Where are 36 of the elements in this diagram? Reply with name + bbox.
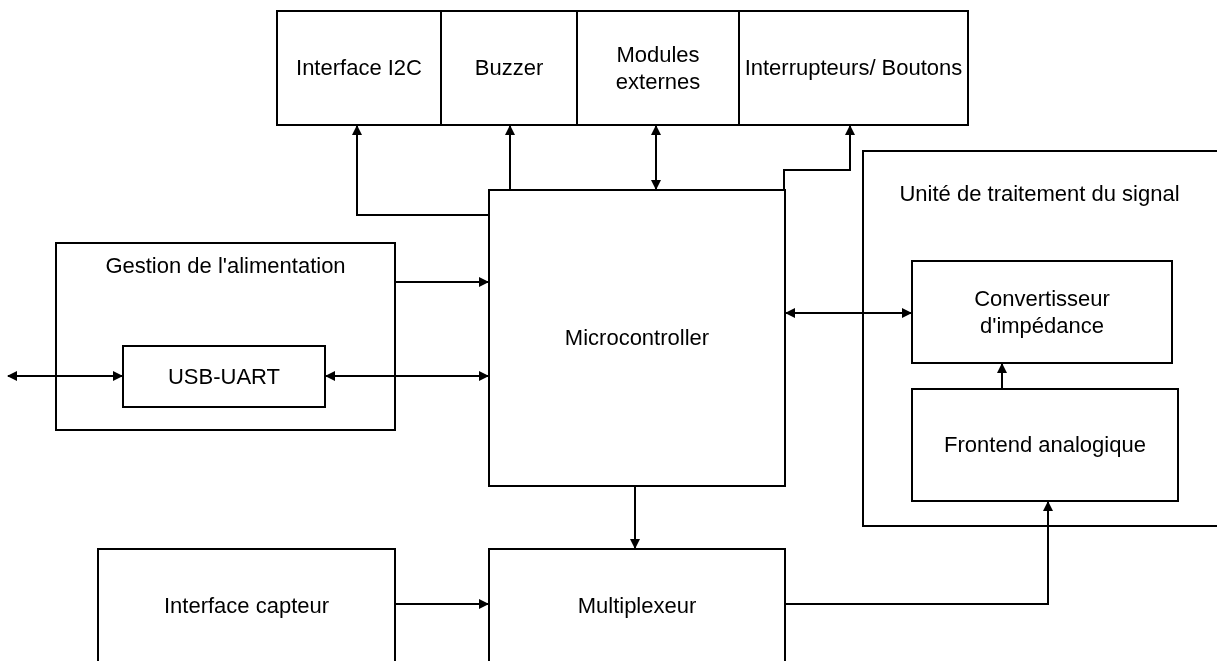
arrow [785, 501, 1053, 605]
group-title: Gestion de l'alimentation [104, 252, 347, 280]
process-box [122, 345, 326, 408]
process-box [576, 10, 740, 126]
arrow [651, 125, 661, 190]
arrow [395, 599, 489, 609]
process-box [911, 388, 1179, 502]
arrow [395, 277, 489, 287]
block-label: Buzzer [473, 54, 545, 82]
process-box [276, 10, 442, 126]
process-box [738, 10, 969, 126]
process-box [911, 260, 1173, 364]
block-label: Interrupteurs/ Boutons [743, 54, 964, 82]
arrow [630, 486, 640, 549]
block-label: Microcontroller [563, 324, 711, 352]
block-label: Interface I2C [295, 54, 423, 82]
arrow [7, 371, 123, 381]
block-label: Multiplexeur [576, 592, 698, 620]
process-box [97, 548, 396, 661]
block-label: Frontend analogique [943, 431, 1147, 459]
group-title: Unité de traitement du signal [898, 180, 1181, 208]
group-box [862, 150, 1217, 527]
block-label: Convertisseur d'impédance [973, 284, 1111, 340]
arrow [785, 308, 912, 318]
block-label: Interface capteur [162, 592, 331, 620]
process-box [488, 548, 786, 661]
arrow [325, 371, 489, 381]
arrow [505, 125, 515, 190]
block-label: Modules externes [614, 40, 702, 96]
process-box [488, 189, 786, 487]
block-label: USB-UART [166, 362, 282, 391]
group-box [55, 242, 396, 431]
process-box [440, 10, 578, 126]
arrow [997, 363, 1007, 389]
arrow [352, 125, 489, 216]
arrow [783, 125, 855, 190]
